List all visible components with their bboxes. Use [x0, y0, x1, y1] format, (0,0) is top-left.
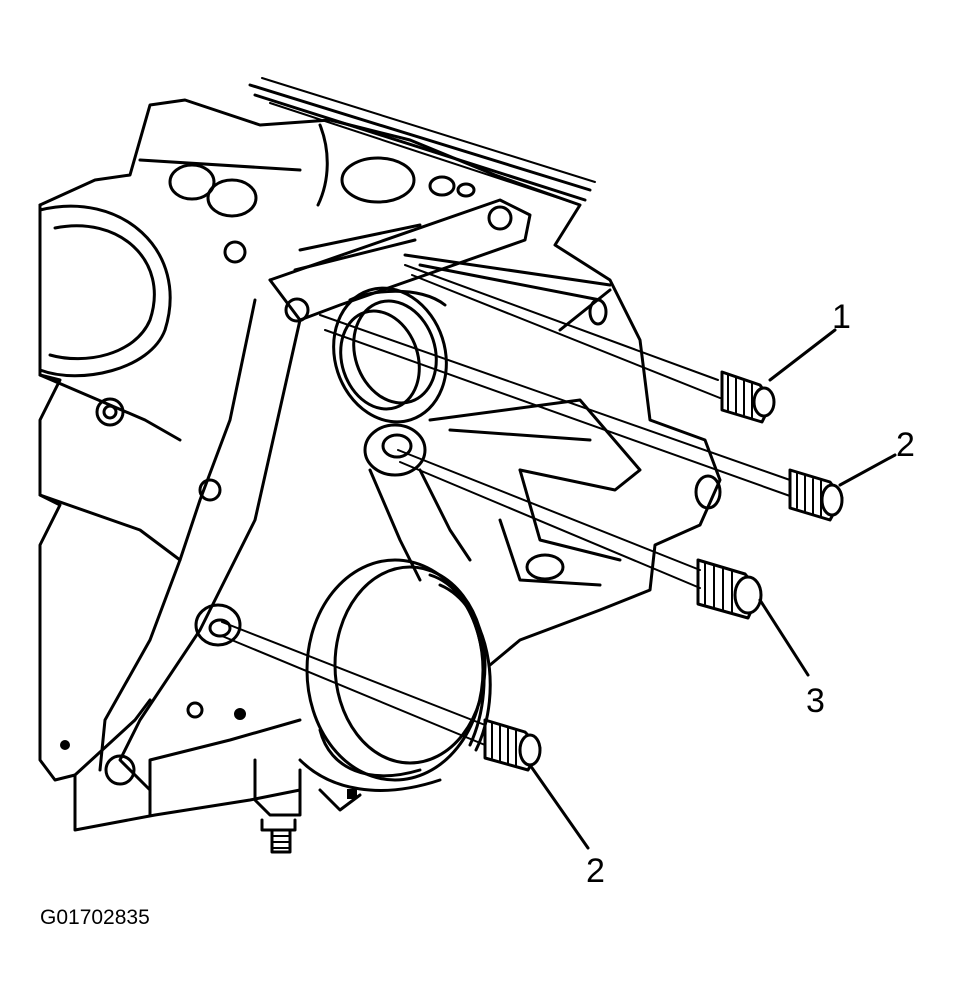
front-cover-frame [98, 198, 612, 792]
oil-pan-stud [253, 758, 362, 854]
callout-2-upper: 2 [896, 426, 915, 464]
callout-pointers [528, 328, 897, 850]
plug-3-icon [696, 558, 763, 620]
side-ribs [428, 288, 722, 587]
camshaft-bore [332, 286, 448, 424]
plug-1-icon [720, 370, 776, 424]
top-ports [138, 123, 476, 218]
plug-2-lower-icon [483, 718, 542, 772]
callout-1: 1 [832, 298, 851, 336]
callout-3: 3 [806, 682, 825, 720]
callout-2-lower: 2 [586, 852, 605, 890]
cylinder-bore [38, 204, 247, 427]
figure-id: G01702835 [40, 906, 150, 929]
leader-lines [221, 264, 791, 746]
deck-hatching [248, 77, 596, 206]
block-outline [38, 98, 722, 832]
mounting-boss [363, 423, 472, 582]
lower-boss [60, 603, 246, 750]
plug-2-upper-icon [788, 468, 844, 522]
crankshaft-seal-bore [298, 558, 492, 792]
